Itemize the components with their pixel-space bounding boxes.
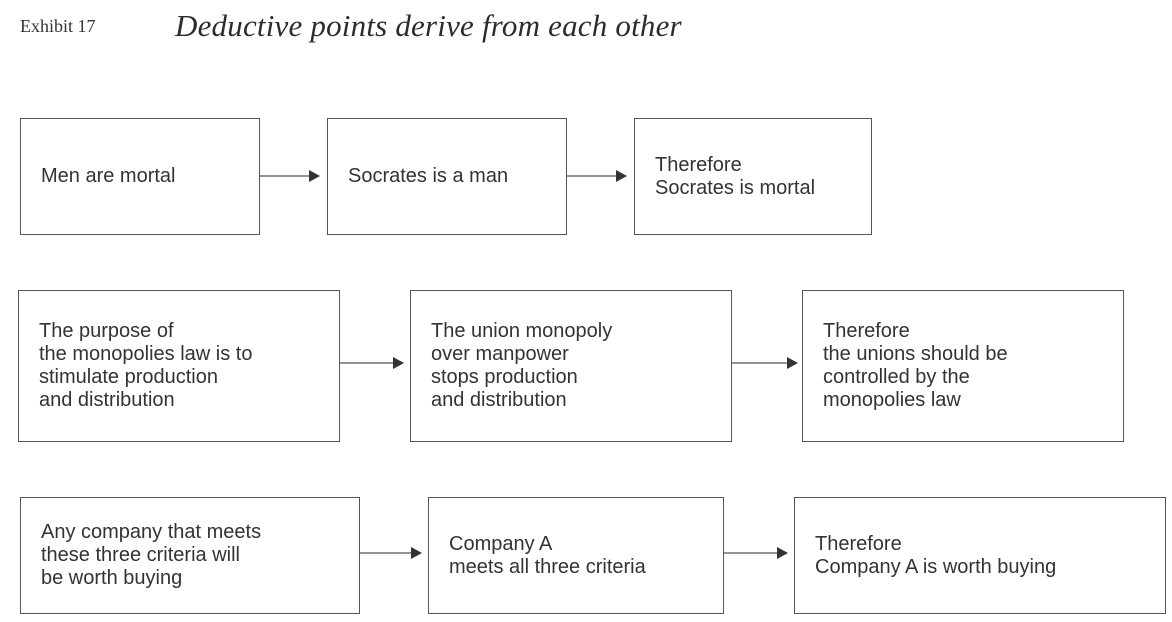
premise-box-1-2: Socrates is a man — [327, 118, 567, 235]
arrow-right-icon — [724, 547, 788, 559]
premise-box-3-2: Company A meets all three criteria — [428, 497, 724, 614]
premise-box-1-1: Men are mortal — [20, 118, 260, 235]
conclusion-text: Therefore Company A is worth buying — [815, 532, 1057, 578]
premise-text: The union monopoly over manpower stops p… — [431, 320, 613, 411]
arrow-right-icon — [567, 170, 627, 182]
arrow-right-icon — [732, 357, 798, 369]
conclusion-box-1: Therefore Socrates is mortal — [634, 118, 872, 235]
premise-text: Company A meets all three criteria — [449, 532, 646, 578]
premise-box-2-2: The union monopoly over manpower stops p… — [410, 290, 732, 442]
conclusion-box-3: Therefore Company A is worth buying — [794, 497, 1166, 614]
premise-text: Socrates is a man — [348, 165, 509, 187]
premise-box-3-1: Any company that meets these three crite… — [20, 497, 360, 614]
arrow-right-icon — [260, 170, 320, 182]
conclusion-text: Therefore Socrates is mortal — [655, 153, 816, 199]
exhibit-title: Deductive points derive from each other — [175, 8, 682, 43]
premise-box-2-1: The purpose of the monopolies law is to … — [18, 290, 340, 442]
conclusion-box-2: Therefore the unions should be controlle… — [802, 290, 1124, 442]
premise-text: Men are mortal — [41, 165, 176, 187]
arrow-right-icon — [360, 547, 422, 559]
premise-text: The purpose of the monopolies law is to … — [39, 320, 253, 411]
conclusion-text: Therefore the unions should be controlle… — [823, 320, 1008, 411]
premise-text: Any company that meets these three crite… — [41, 521, 262, 589]
exhibit-label: Exhibit 17 — [20, 16, 96, 36]
arrow-right-icon — [340, 357, 404, 369]
